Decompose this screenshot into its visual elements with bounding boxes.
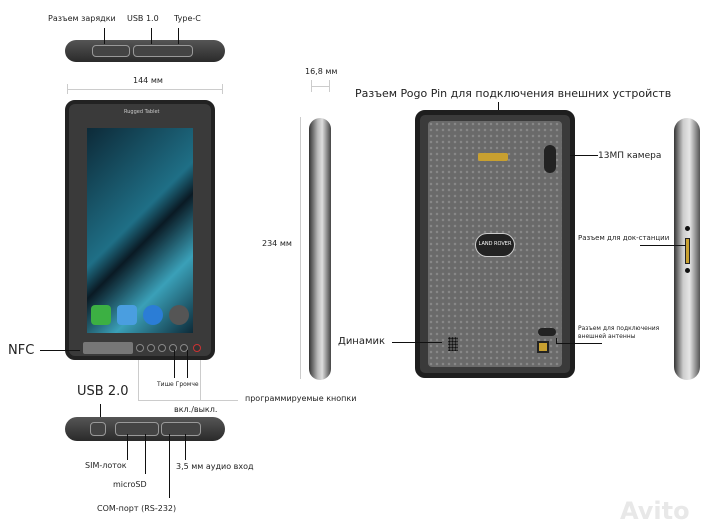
label-typec: Type-C	[174, 14, 201, 23]
device-top-view	[65, 40, 225, 62]
tablet-back: LAND ROVER	[415, 110, 575, 378]
label-programmable-buttons: программируемые кнопки	[245, 394, 357, 403]
speaker-grille	[448, 337, 458, 351]
camera-lens	[544, 145, 556, 173]
label-sim-tray: SIM-лоток	[85, 461, 127, 470]
device-bottom-view	[65, 417, 225, 441]
label-charging-port: Разъем зарядки	[48, 14, 116, 23]
label-com-port: COM-порт (RS-232)	[97, 504, 177, 513]
label-speaker: Динамик	[338, 336, 386, 347]
avito-watermark: Avito	[620, 497, 690, 525]
prog-button-p1[interactable]	[136, 344, 144, 352]
prog-button-p2[interactable]	[158, 344, 166, 352]
height-dimension: 234 мм	[262, 239, 292, 248]
pogo-pin-connector	[478, 153, 508, 161]
label-camera: 13МП камера	[598, 151, 662, 161]
volume-down-button[interactable]	[169, 344, 177, 352]
width-dimension: 144 мм	[133, 76, 163, 85]
label-dock-connector: Разъем для док-станции	[578, 234, 670, 242]
brand-logo: LAND ROVER	[475, 233, 515, 257]
phone-app-icon[interactable]	[91, 305, 111, 325]
mail-app-icon[interactable]	[117, 305, 137, 325]
power-button[interactable]	[193, 344, 201, 352]
tablet-front: Rugged Tablet	[65, 100, 215, 360]
label-antenna-2: внешней антенны	[578, 333, 636, 340]
dock-connector	[685, 238, 690, 264]
prog-button-h[interactable]	[147, 344, 155, 352]
antenna-connector	[538, 328, 556, 336]
label-volume: Тише Громче	[157, 381, 199, 388]
nfc-area	[83, 342, 133, 354]
label-microsd: microSD	[113, 480, 147, 489]
volume-up-button[interactable]	[180, 344, 188, 352]
label-usb1: USB 1.0	[127, 14, 159, 23]
label-power: вкл./выкл.	[174, 405, 218, 414]
label-pogo-pin: Разъем Pogo Pin для подключения внешних …	[355, 87, 672, 100]
label-antenna-1: Разъем для подключения	[578, 325, 660, 332]
label-usb2: USB 2.0	[77, 384, 129, 399]
antenna-pad	[537, 341, 549, 353]
depth-dimension: 16,8 мм	[305, 67, 338, 76]
browser-app-icon[interactable]	[143, 305, 163, 325]
label-audio-jack: 3,5 мм аудио вход	[176, 462, 254, 471]
tablet-side-right	[674, 118, 700, 380]
label-nfc: NFC	[8, 343, 35, 358]
screen	[87, 128, 193, 333]
tablet-side-left	[309, 118, 331, 380]
camera-app-icon[interactable]	[169, 305, 189, 325]
